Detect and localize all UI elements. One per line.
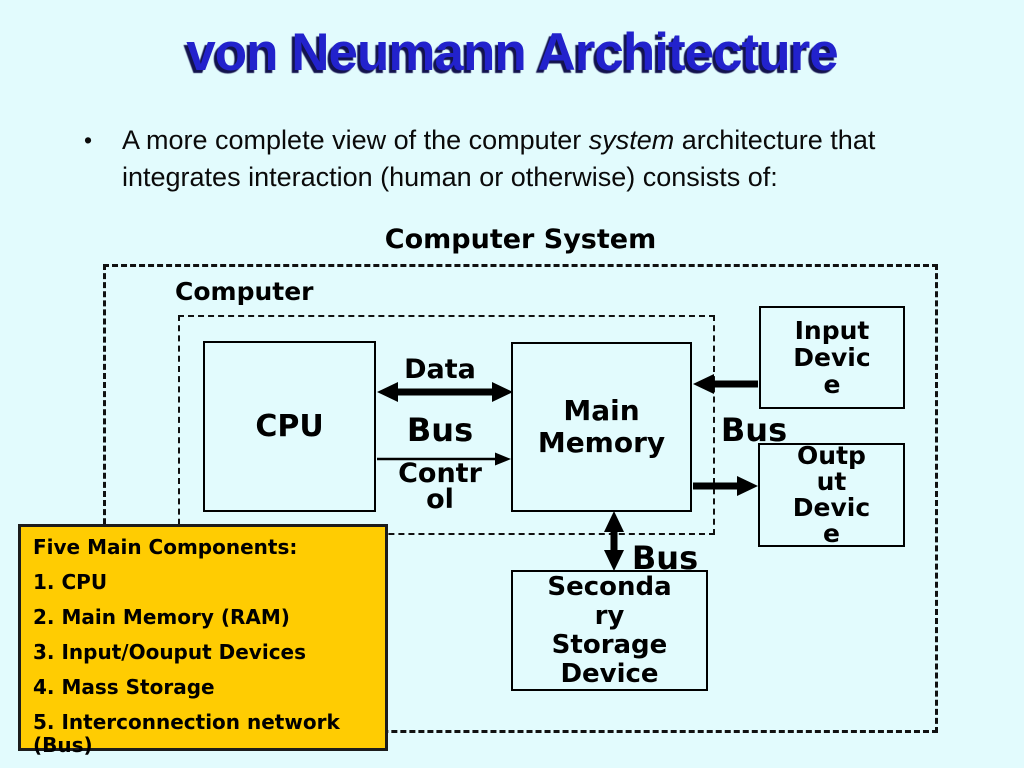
bullet-item: • A more complete view of the computer s…: [84, 122, 884, 196]
box-label-line: e: [823, 519, 840, 548]
box-label-line: ut: [816, 467, 847, 496]
panel-item: 5. Interconnection network (Bus): [33, 710, 340, 757]
cpu-box: CPU: [203, 341, 376, 512]
box-label-line: Outp: [797, 441, 866, 470]
box-label-line: Main: [563, 394, 640, 427]
control-label-line: Contr: [398, 458, 482, 489]
main-memory-box: Main Memory: [511, 342, 692, 512]
box-label-line: Devic: [793, 343, 871, 372]
computer-boundary: [178, 315, 715, 535]
panel-item: 3. Input/Oouput Devices: [33, 640, 307, 664]
computer-system-boundary: [103, 264, 938, 733]
computer-label: Computer: [175, 277, 314, 306]
box-label-line: e: [823, 370, 841, 399]
panel-item: 2. Main Memory (RAM): [33, 605, 290, 629]
bullet-italic-word: system: [588, 125, 675, 155]
box-label-line: Storage: [551, 629, 668, 660]
cpu-label: CPU: [255, 409, 324, 444]
box-label-line: Input: [794, 316, 870, 345]
panel-heading: Five Main Components:: [33, 535, 298, 559]
components-panel: Five Main Components: 1. CPU 2. Main Mem…: [18, 524, 388, 757]
bus-label-bottom: Bus: [631, 539, 699, 577]
output-device-box: Outp ut Devic e: [758, 443, 905, 547]
data-bus-label: Data: [404, 354, 476, 385]
secondary-storage-box: Seconda ry Storage Device: [511, 570, 708, 691]
panel-item: 4. Mass Storage: [33, 675, 215, 699]
box-label-line: Device: [560, 658, 659, 689]
bullet-text: A more complete view of the computer sys…: [122, 125, 876, 192]
bus-label-right: Bus: [720, 411, 788, 449]
control-bus-label: Contr ol: [380, 458, 500, 515]
panel-item: 1. CPU: [33, 570, 108, 594]
bullet-marker: •: [84, 127, 93, 153]
input-device-box: Input Devic e: [759, 306, 905, 409]
control-label-line: ol: [426, 484, 454, 515]
computer-system-label: Computer System: [384, 224, 657, 255]
page-title: von Neumann Architecture: [186, 23, 838, 82]
box-label-line: Memory: [537, 426, 666, 459]
box-label-line: Devic: [792, 493, 871, 522]
box-label-line: ry: [594, 600, 625, 631]
bus-label-center: Bus: [406, 411, 474, 449]
box-label-line: Seconda: [547, 571, 672, 602]
